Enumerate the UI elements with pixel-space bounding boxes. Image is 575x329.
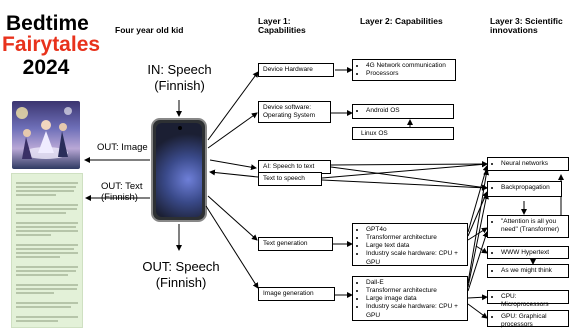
layer3-gpu: GPU: Graphical processors: [487, 310, 569, 329]
list-item: GPT4o: [366, 226, 463, 234]
list-item: Dall-E: [366, 279, 463, 287]
generated-image: [12, 101, 80, 169]
fairytale-illustration: [16, 107, 72, 159]
in-speech-label: IN: Speech (Finnish): [147, 62, 212, 93]
layer1-label: AI: Speech to text: [263, 163, 315, 170]
layer1-operating-system: Device software: Operating System: [258, 101, 331, 123]
linux-label: Linux OS: [361, 130, 388, 137]
layer3-attention: "Attention is all you need" (Transformer…: [487, 215, 569, 238]
layer3-www-hypertext: WWW Hypertext: [487, 246, 569, 259]
layer2-linux: Linux OS: [352, 127, 454, 140]
list-item: Large image data: [366, 295, 463, 303]
list-item: CPU: Microprocessors: [501, 293, 564, 309]
title-line-3: 2024: [22, 56, 70, 79]
list-item: Industry scale hardware: CPU + GPU: [366, 303, 463, 319]
layer1-text-generation: Text generation: [258, 237, 333, 251]
list-item: Processors: [366, 70, 451, 78]
list-item: Transformer architecture: [366, 287, 463, 295]
layer1-device-hardware: Device Hardware: [258, 63, 334, 77]
header-layer2: Layer 2: Capabilities: [360, 16, 443, 26]
list-item: Android OS: [366, 107, 449, 115]
list-item: Transformer architecture: [366, 234, 463, 242]
layer3-as-we-might-think: As we might think: [487, 264, 569, 278]
phone-screen: [156, 123, 202, 217]
out-text-label: OUT: Text (Finnish): [101, 181, 143, 203]
phone-camera-icon: [178, 126, 182, 130]
layer2-text-generation: GPT4o Transformer architecture Large tex…: [352, 223, 468, 266]
layer1-image-generation: Image generation: [258, 287, 335, 301]
header-layer3: Layer 3: Scientific innovations: [490, 16, 563, 36]
list-item: GPU: Graphical processors: [501, 313, 564, 329]
layer2-image-generation: Dall-E Transformer architecture Large im…: [352, 276, 468, 321]
layer3-cpu: CPU: Microprocessors: [487, 290, 569, 308]
layer1-label: Device Hardware: [263, 66, 313, 73]
list-item: 4G Network communication: [366, 62, 451, 70]
title-line-2: Fairytales: [2, 33, 101, 56]
out-image-label: OUT: Image: [97, 142, 148, 153]
layer1-label: Image generation: [263, 290, 314, 297]
list-item: As we might think: [501, 267, 564, 275]
out-speech-label: OUT: Speech (Finnish): [142, 259, 220, 290]
generated-text-page: [11, 173, 83, 328]
list-item: WWW Hypertext: [501, 249, 564, 257]
layer2-hardware: 4G Network communicationProcessors: [352, 59, 456, 81]
list-item: Neural networks: [501, 160, 564, 168]
layer3-backpropagation: Backpropagation: [487, 181, 562, 197]
smartphone-image: [151, 118, 207, 222]
list-item: "Attention is all you need" (Transformer…: [501, 218, 564, 234]
list-item: Backpropagation: [501, 184, 557, 192]
layer1-label: Text generation: [263, 240, 308, 247]
layer3-neural-networks: Neural networks: [487, 157, 569, 171]
layer1-label: Text to speech: [263, 175, 305, 182]
header-kid: Four year old kid: [115, 25, 184, 35]
title-line-1: Bedtime: [6, 12, 89, 35]
list-item: Large text data: [366, 242, 463, 250]
header-layer1: Layer 1: Capabilities: [258, 16, 306, 36]
layer2-android: Android OS: [352, 104, 454, 119]
list-item: Industry scale hardware: CPU + GPU: [366, 250, 463, 266]
layer1-label: Device software: Operating System: [263, 104, 316, 120]
layer1-text-to-speech: Text to speech: [258, 172, 322, 186]
